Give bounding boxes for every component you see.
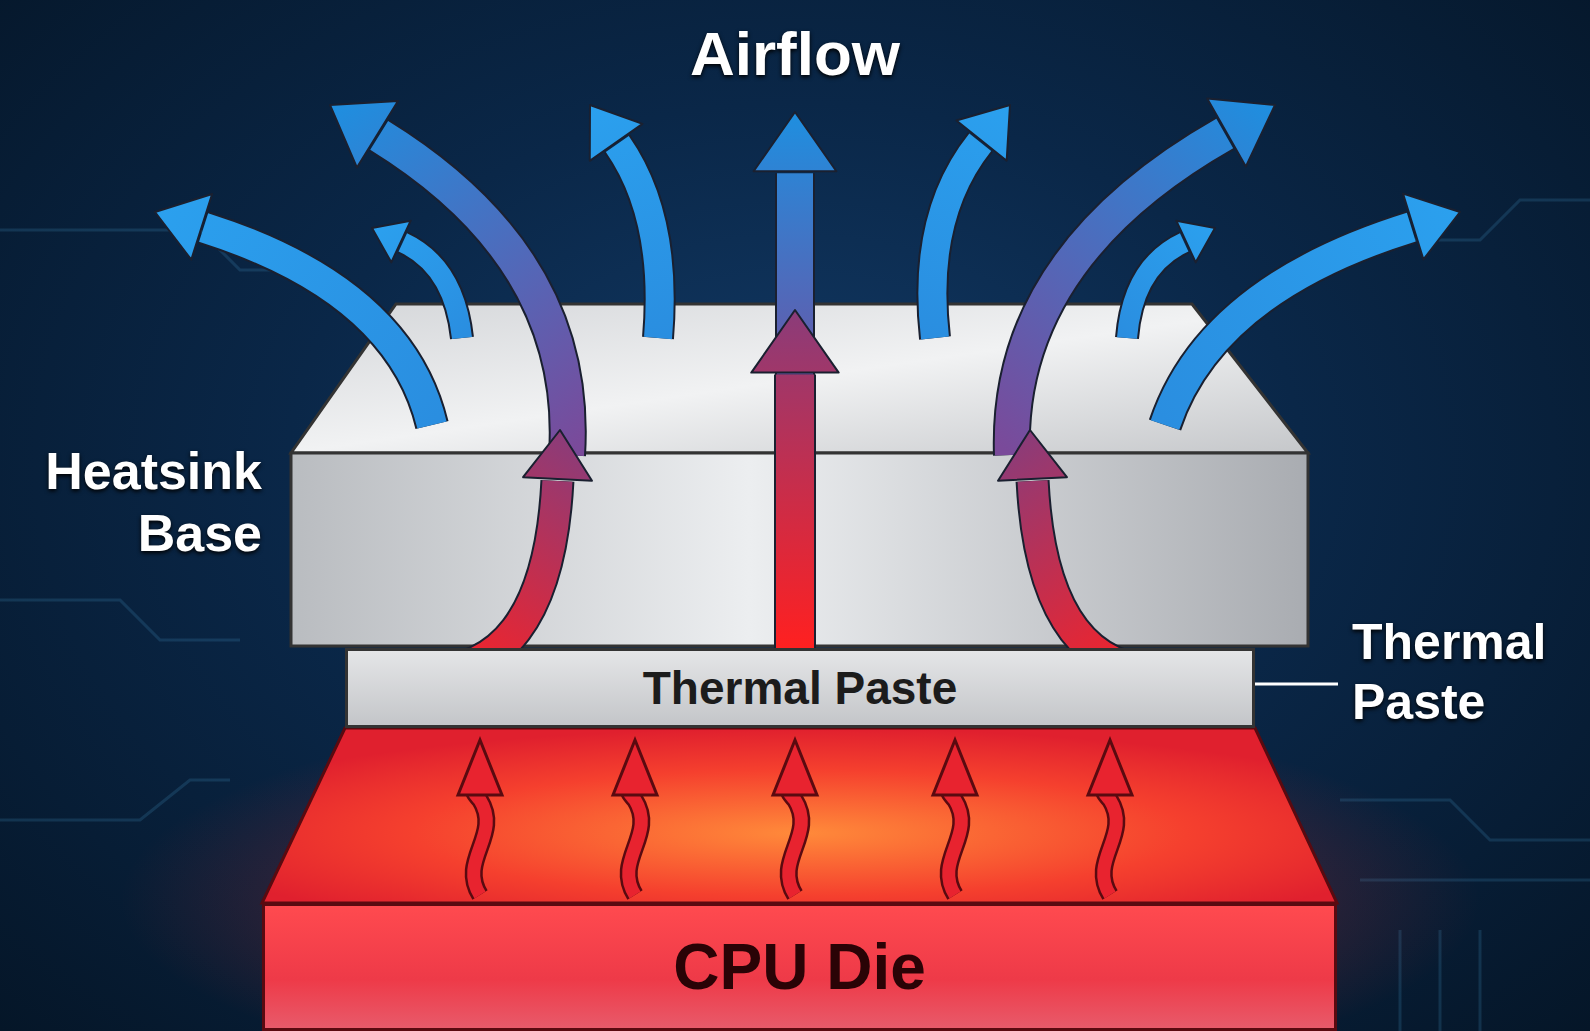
arrow-shaft bbox=[412, 481, 557, 673]
arrow-outline bbox=[932, 142, 980, 338]
diagram-title: Airflow bbox=[0, 18, 1590, 89]
cpu-die-text: CPU Die bbox=[673, 930, 926, 1004]
heat-arrows bbox=[155, 99, 1460, 895]
heat-wave-head bbox=[933, 740, 977, 795]
thermal-paste-layer: Thermal Paste bbox=[345, 648, 1255, 728]
arrow-outline bbox=[774, 375, 816, 648]
arrow-head bbox=[155, 194, 212, 260]
arrow-head bbox=[1176, 221, 1215, 263]
heat-wave bbox=[1104, 789, 1117, 895]
heat-wave bbox=[474, 789, 487, 895]
arrow-head bbox=[751, 310, 838, 373]
heat-wave bbox=[949, 789, 962, 895]
arrow-head bbox=[1207, 99, 1275, 167]
arrow-outline bbox=[379, 135, 568, 455]
cpu-die: CPU Die bbox=[262, 903, 1337, 1031]
heatsink-base-label: Heatsink Base bbox=[14, 440, 262, 565]
arrow-outline bbox=[412, 481, 557, 673]
arrow-head bbox=[956, 105, 1010, 161]
heat-wave bbox=[789, 789, 802, 895]
heat-wave-head bbox=[613, 740, 657, 795]
arrow-shaft bbox=[204, 227, 432, 425]
heat-wave-outline bbox=[1104, 789, 1117, 895]
heat-wave-head bbox=[458, 740, 502, 795]
arrow-shaft bbox=[932, 142, 980, 338]
arrow-shaft bbox=[379, 135, 568, 455]
arrow-head bbox=[523, 430, 592, 481]
arrow-shaft bbox=[403, 242, 462, 338]
heat-wave-head bbox=[773, 740, 817, 795]
arrow-outline bbox=[204, 227, 432, 425]
arrow-outline bbox=[1127, 242, 1184, 338]
heat-wave-outline bbox=[629, 789, 642, 895]
arrow-head bbox=[1403, 194, 1460, 260]
cpu-die-top bbox=[262, 728, 1337, 903]
heat-wave bbox=[629, 789, 642, 895]
arrow-shaft bbox=[1033, 481, 1178, 673]
arrow-head bbox=[998, 430, 1067, 481]
arrow-outline bbox=[1165, 227, 1411, 425]
arrow-shaft bbox=[1165, 227, 1411, 425]
arrow-head bbox=[590, 105, 643, 161]
heat-wave-outline bbox=[949, 789, 962, 895]
heat-wave-outline bbox=[474, 789, 487, 895]
arrow-shaft bbox=[1012, 134, 1225, 455]
arrow-shaft bbox=[617, 144, 659, 338]
arrow-head bbox=[330, 101, 398, 168]
arrow-shaft bbox=[776, 375, 814, 648]
heat-wave-head bbox=[1088, 740, 1132, 795]
arrow-outline bbox=[403, 242, 462, 338]
thermal-paste-label: Thermal Paste bbox=[1352, 612, 1584, 732]
arrow-head bbox=[372, 221, 411, 263]
arrow-shaft bbox=[1127, 242, 1184, 338]
arrow-head bbox=[754, 112, 837, 171]
heat-glow bbox=[120, 700, 1480, 1031]
arrow-outline bbox=[1033, 481, 1178, 673]
heat-wave-outline bbox=[789, 789, 802, 895]
arrow-outline bbox=[1012, 134, 1225, 455]
thermal-paste-layer-text: Thermal Paste bbox=[643, 661, 957, 715]
arrow-outline bbox=[617, 144, 659, 338]
